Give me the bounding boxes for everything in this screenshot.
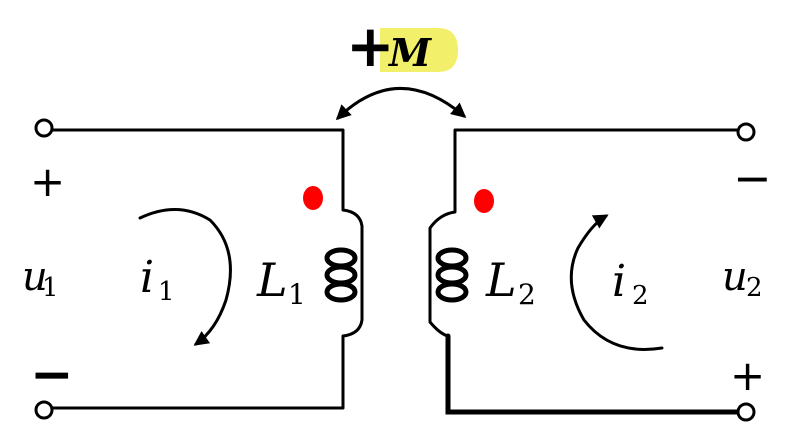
secondary-coil-label: L bbox=[485, 253, 517, 307]
secondary-coil-subscript: 2 bbox=[518, 278, 536, 311]
mutual-label-highlight bbox=[380, 28, 458, 72]
mutual-symbol: M bbox=[387, 30, 432, 75]
terminal-left-top[interactable] bbox=[34, 118, 54, 138]
mutual-sign: + bbox=[346, 12, 395, 80]
primary-polarity-dot bbox=[303, 186, 323, 210]
terminal-left-bottom[interactable] bbox=[34, 400, 54, 420]
secondary-voltage-top-sign: − bbox=[733, 151, 772, 205]
secondary-current-subscript: 2 bbox=[632, 281, 649, 311]
primary-top-wire bbox=[44, 128, 364, 410]
primary-current-arrow bbox=[138, 208, 232, 346]
primary-coil-label: L bbox=[256, 253, 288, 307]
primary-coil bbox=[324, 247, 358, 303]
primary-voltage-bottom-sign: − bbox=[30, 345, 74, 405]
primary-voltage-subscript: 1 bbox=[42, 273, 59, 303]
secondary-coil bbox=[435, 247, 469, 303]
terminal-right-top[interactable] bbox=[736, 122, 756, 142]
secondary-bottom-wire bbox=[445, 333, 747, 415]
secondary-polarity-dot bbox=[474, 189, 494, 213]
mutual-coupling-arrow bbox=[335, 87, 467, 121]
primary-coil-subscript: 1 bbox=[288, 278, 306, 311]
primary-current-subscript: 1 bbox=[158, 277, 175, 307]
secondary-voltage-bottom-sign: + bbox=[730, 351, 765, 400]
terminal-right-bottom[interactable] bbox=[736, 402, 756, 422]
secondary-voltage-label: u bbox=[722, 254, 748, 300]
primary-current-label: i bbox=[140, 252, 154, 303]
secondary-top-wire bbox=[428, 128, 746, 338]
primary-voltage-top-sign: + bbox=[30, 157, 65, 206]
secondary-current-arrow bbox=[569, 214, 664, 351]
secondary-current-label: i bbox=[612, 256, 626, 307]
primary-voltage-label: u bbox=[22, 254, 48, 300]
secondary-voltage-subscript: 2 bbox=[746, 273, 763, 303]
